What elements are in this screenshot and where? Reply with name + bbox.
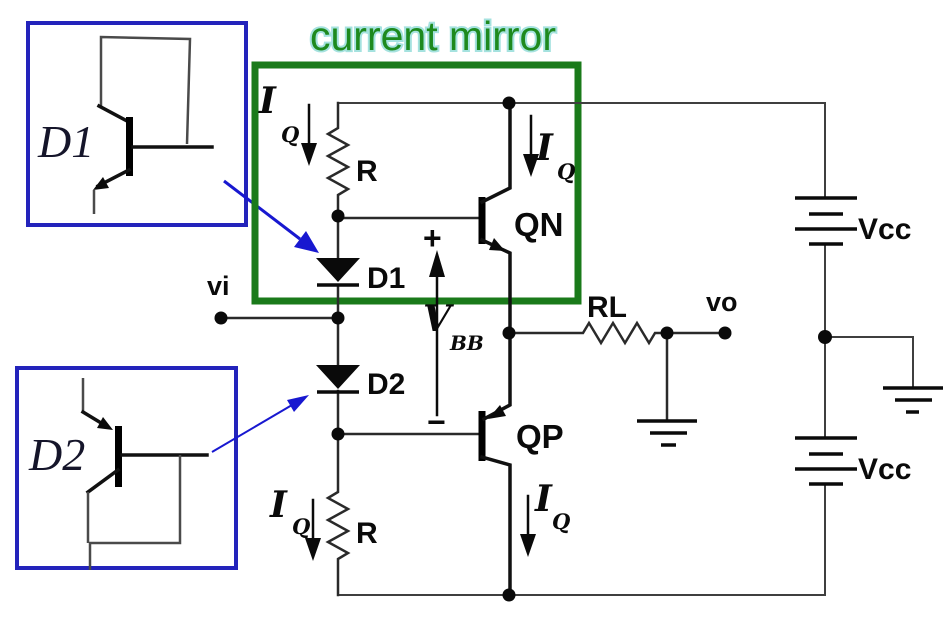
- ground-supply: [883, 386, 943, 414]
- iq-arrowhead-icon: [523, 154, 539, 177]
- iq-symbol: I: [258, 80, 277, 122]
- d1-anode-triangle: [316, 258, 360, 282]
- r-lower-label: R: [356, 517, 378, 550]
- junction-dot: [502, 96, 516, 110]
- iq-symbol: I: [269, 484, 288, 526]
- inset-d2: D2: [15, 366, 238, 570]
- d2-callout-arrow: [211, 404, 293, 453]
- vcc-lower-label: Vcc: [858, 453, 911, 486]
- junction-dot: [660, 326, 674, 340]
- ground-rl: [637, 419, 697, 447]
- iq-subscript: Q: [292, 514, 310, 539]
- diode-d2: [316, 365, 360, 394]
- qp-collector: [479, 454, 512, 597]
- inset-d2-collector: [85, 467, 121, 495]
- inset-d1: D1: [26, 21, 248, 227]
- transistor-qn: [478, 101, 512, 335]
- inset-d2-frame: [15, 366, 238, 570]
- qn-emitter-arrow-icon: [489, 238, 505, 251]
- inset-d2-emitter-arrow-icon: [97, 417, 113, 430]
- r-upper-label: R: [356, 155, 378, 188]
- vbb-subscript: BB: [449, 331, 484, 355]
- d1-label: D1: [367, 262, 405, 295]
- d2-callout-arrowhead-icon: [287, 395, 309, 412]
- labels: vi vo D1 D2 QN QP R R RL Vcc Vcc + − I Q…: [207, 80, 911, 550]
- iq-subscript: Q: [557, 159, 575, 184]
- iq-arrowhead-icon: [305, 538, 321, 561]
- inset-d2-label: D2: [28, 429, 85, 480]
- iq-symbol: I: [535, 127, 554, 169]
- inset-d1-collector: [96, 103, 132, 125]
- left-branch-lower: [325, 389, 351, 597]
- vi-label: vi: [207, 271, 230, 301]
- vo-terminal: [718, 326, 732, 340]
- rl-branch-wire: [507, 320, 727, 346]
- d2-label: D2: [367, 368, 405, 401]
- vi-terminal: [214, 311, 228, 325]
- qn-label: QN: [514, 206, 564, 243]
- junction-dot: [502, 326, 516, 340]
- junction-dot: [331, 311, 345, 325]
- d1-callout-arrowhead-icon: [294, 231, 319, 253]
- qp-emitter: [481, 331, 512, 422]
- supply-ground-wire: [824, 336, 914, 389]
- qp-emitter-arrow-icon: [488, 405, 506, 419]
- diode-d1: [316, 258, 360, 287]
- rl-label: RL: [587, 291, 627, 324]
- iq-arrowhead-icon: [520, 534, 536, 557]
- junctions: [214, 96, 832, 602]
- iq-symbol: I: [534, 478, 553, 520]
- iq-subscript: Q: [281, 122, 299, 147]
- qn-collector: [479, 101, 512, 205]
- callout-arrows: [211, 179, 319, 453]
- inset-d2-feedback-loop: [89, 455, 182, 545]
- inset-d1-label: D1: [37, 116, 94, 167]
- qp-label: QP: [516, 418, 564, 455]
- inset-d1-emitter-arrow-icon: [93, 177, 109, 190]
- wires: [219, 101, 914, 597]
- transistor-qp: [478, 331, 512, 597]
- annotation-arrows: [301, 103, 539, 561]
- battery-vcc-upper: [795, 196, 857, 246]
- vbb-plus-label: +: [423, 220, 442, 256]
- d2-anode-triangle: [316, 365, 360, 389]
- current-mirror-box: [251, 61, 582, 305]
- left-branch-upper: [325, 101, 351, 260]
- battery-vcc-lower: [795, 436, 857, 486]
- inset-d1-feedback-loop: [99, 35, 192, 145]
- junction-dot: [818, 330, 832, 344]
- d1-callout-arrow: [223, 179, 301, 241]
- junction-dot: [331, 427, 345, 441]
- vcc-upper-label: Vcc: [858, 213, 911, 246]
- vbb-symbol: V: [423, 298, 454, 340]
- vbb-minus-label: −: [427, 404, 446, 440]
- diagram-title: current mirror: [310, 13, 556, 59]
- junction-dot: [502, 588, 516, 602]
- junction-dot: [331, 209, 345, 223]
- vbb-arrowhead-icon: [429, 250, 445, 277]
- iq-subscript: Q: [552, 509, 570, 534]
- qn-emitter: [479, 237, 512, 335]
- inset-d1-frame: [26, 21, 248, 227]
- iq-arrowhead-icon: [301, 143, 317, 166]
- vo-label: vo: [706, 287, 738, 317]
